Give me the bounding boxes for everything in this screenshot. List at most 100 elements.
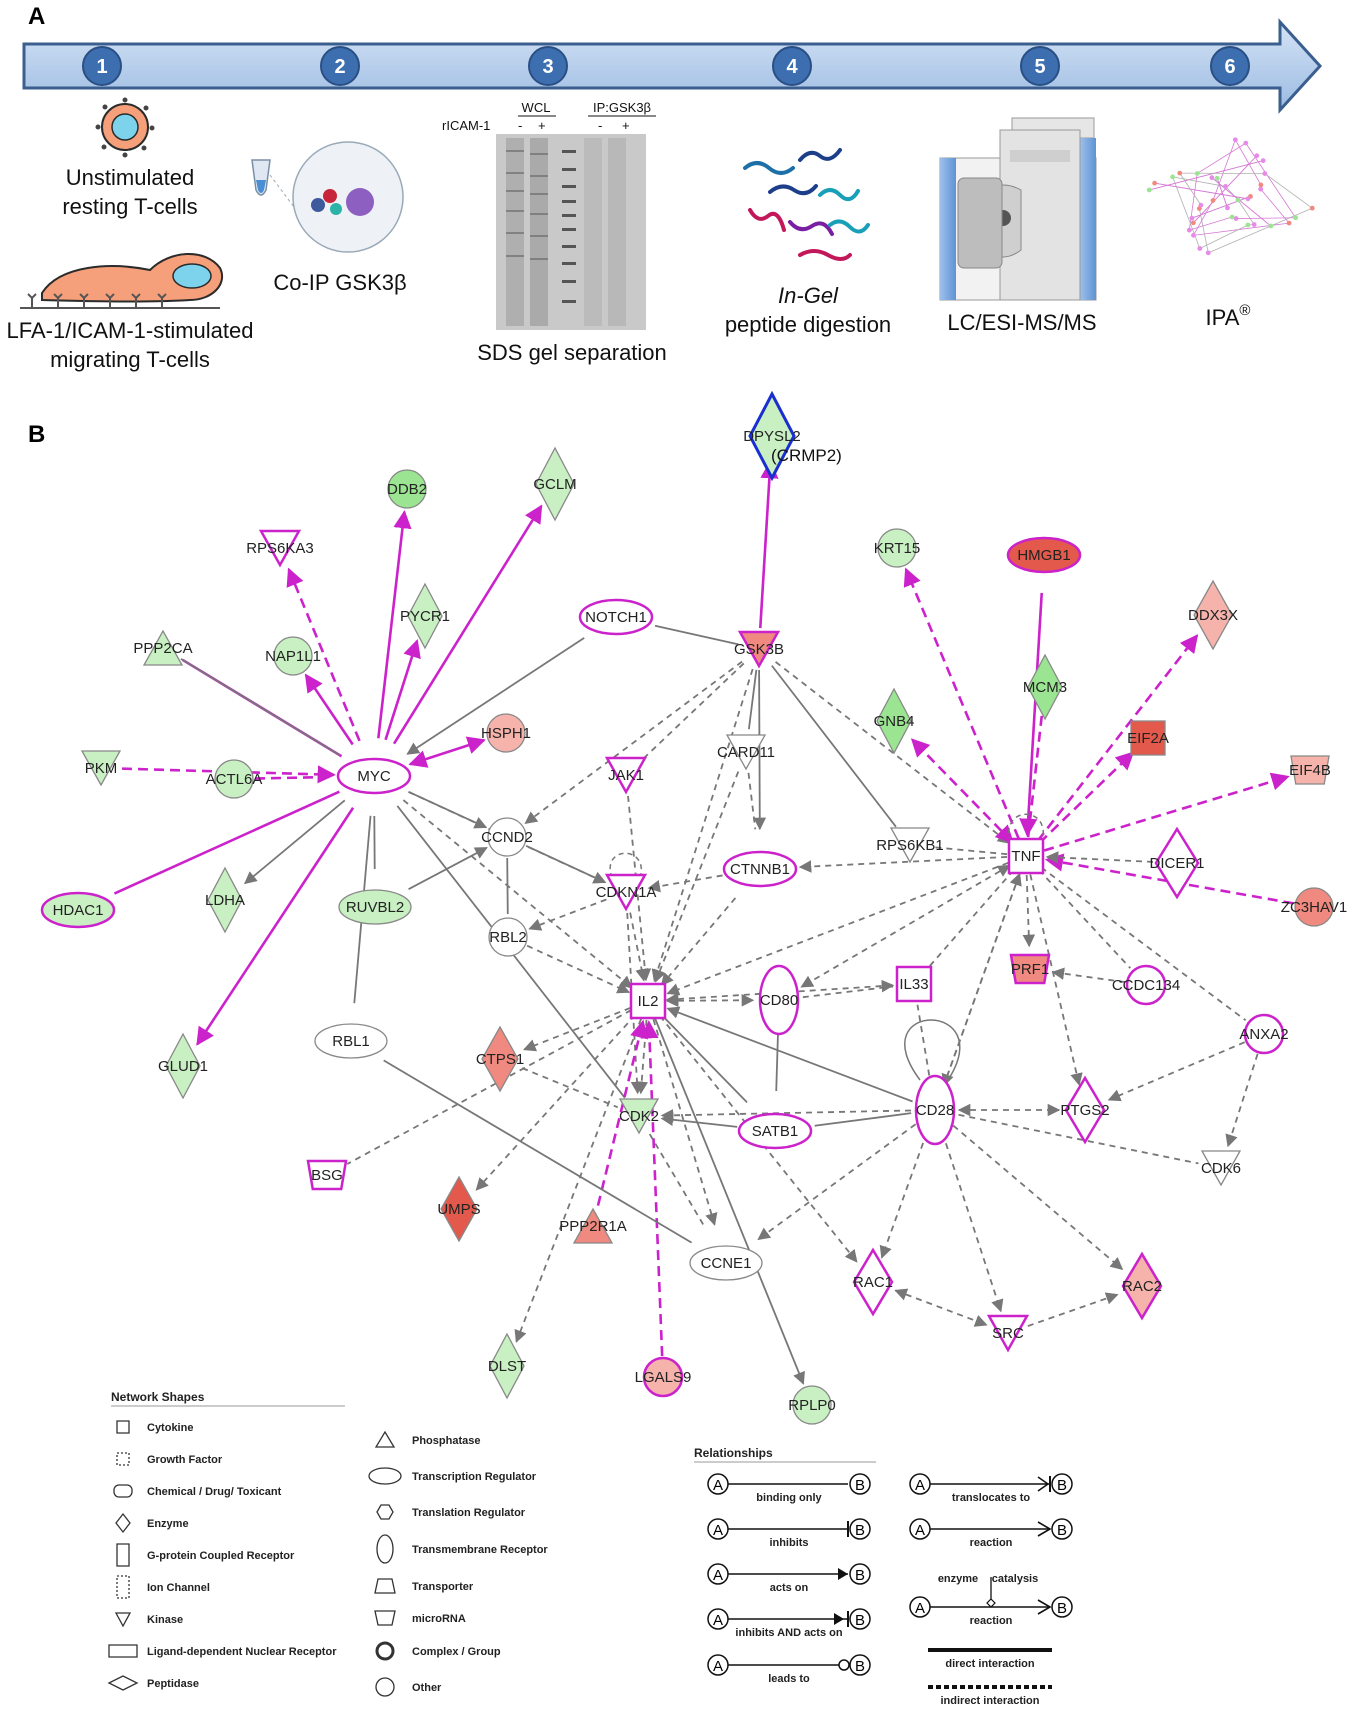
node-actl6a: ACTL6A (206, 759, 262, 799)
node-cd80: CD80 (758, 964, 800, 1036)
legend-relationships-title: Relationships (694, 1446, 773, 1460)
edge-cd28-rac2 (952, 1124, 1124, 1270)
node-eif2a: EIF2A (1127, 720, 1169, 756)
node-card11: CARD11 (717, 734, 775, 771)
rel-label: reaction (970, 1615, 1013, 1627)
node-ppp2r1a: PPP2R1A (559, 1207, 627, 1244)
gel-ip-plus: + (622, 118, 630, 133)
rel-label: acts on (770, 1582, 809, 1594)
gel-wcl-minus: - (518, 118, 522, 133)
edge-il2-cd80 (665, 993, 755, 1008)
edge-tnf-il33 (927, 869, 1015, 969)
legend-shapes-title: Network Shapes (111, 1390, 205, 1404)
direct-label: direct interaction (945, 1658, 1035, 1670)
edge-pkm-myc (121, 765, 336, 784)
rel-node-a: A (713, 1522, 723, 1539)
node-label: GNB4 (874, 713, 915, 730)
legend-shape-label: Growth Factor (147, 1454, 223, 1466)
gel-ip-minus: - (598, 118, 602, 133)
node-ctps1: CTPS1 (476, 1025, 524, 1093)
step-number: 5 (1034, 56, 1045, 78)
node-cdkn1a: CDKN1A (596, 873, 656, 912)
rel-catalysis-label: catalysis (992, 1573, 1038, 1585)
step1b-caption-line1: LFA-1/ICAM-1-stimulated (7, 318, 254, 343)
edge-tnf-anxa2 (1040, 866, 1247, 1021)
rel-label: leads to (768, 1673, 810, 1685)
rel-node-a: A (713, 1612, 723, 1629)
node-bsg: BSG (306, 1159, 348, 1191)
gel-wcl-label: WCL (522, 100, 551, 115)
node-label: CTPS1 (476, 1051, 524, 1068)
node-ptgs2: PTGS2 (1060, 1075, 1110, 1145)
rel-node-b: B (855, 1567, 865, 1584)
legend-shape-8: Peptidase (107, 1675, 199, 1691)
node-ppp2ca: PPP2CA (133, 629, 193, 666)
node-notch1: NOTCH1 (578, 598, 654, 636)
edge-myc-hdac1 (113, 790, 340, 895)
resting-tcell-icon (95, 97, 155, 158)
rel-node-b: B (855, 1477, 865, 1494)
node-label: IL33 (899, 976, 928, 993)
edge-cd28-il2 (666, 1006, 913, 1103)
edge-ccnd2-cdkn1a (525, 844, 607, 884)
edge-cd28-satb1 (814, 1112, 912, 1127)
node-label: JAK1 (608, 767, 644, 784)
edge-myc-nap1l1 (304, 673, 354, 746)
legend-shape2-3: Transmembrane Receptor (376, 1534, 548, 1564)
legend-shape2-label: Transporter (412, 1581, 474, 1593)
node-label: NAP1L1 (265, 648, 321, 665)
legend-shape-label: Chemical / Drug/ Toxicant (147, 1486, 282, 1498)
node-ddb2: DDB2 (387, 469, 427, 509)
node-label: CD28 (916, 1102, 954, 1119)
edge-cd28-cdk2 (660, 1109, 912, 1122)
node-label: KRT15 (874, 540, 920, 557)
edge-il2-ctps1 (523, 1007, 631, 1052)
edge-gsk3b-card11 (747, 669, 758, 730)
node-tnf: TNF (1007, 837, 1045, 875)
edge-ppp2ca-myc (180, 658, 341, 757)
node-ruvbl2: RUVBL2 (338, 889, 412, 925)
edge-tnf-ccdc134 (1038, 869, 1131, 969)
rel-node-a: A (915, 1600, 925, 1617)
edge-notch1-myc (406, 637, 585, 755)
node-label: RBL1 (332, 1033, 370, 1050)
node-src: SRC (986, 1314, 1030, 1353)
node-label: DDX3X (1188, 607, 1238, 624)
edge-gsk3b-ctnnb1 (753, 669, 767, 831)
node-rps6kb1: RPS6KB1 (876, 827, 944, 864)
edge-tnf-ddx3x (1036, 634, 1199, 842)
edge-tnf-il2 (666, 861, 1009, 996)
legend-shape-6: Kinase (114, 1612, 183, 1628)
node-label: CD80 (760, 992, 798, 1009)
node-satb1: SATB1 (737, 1112, 813, 1150)
edge-il2-satb1 (660, 1013, 748, 1104)
node-label: EIF2A (1127, 730, 1169, 747)
edge-ctnnb1-il2 (660, 897, 737, 986)
node-label: PPP2CA (133, 640, 192, 657)
node-il2: IL2 (629, 982, 667, 1020)
node-pycr1: PYCR1 (400, 582, 450, 650)
edge-tnf-gnb4 (910, 738, 1014, 844)
edge-myc-hsph1 (408, 736, 486, 768)
rel-label: translocates to (952, 1492, 1031, 1504)
edge-myc-ddb2 (377, 510, 412, 739)
edge-tnf-cd80 (800, 864, 1011, 988)
node-anxa2: ANXA2 (1239, 1013, 1289, 1055)
edge-cd28-tnf (942, 875, 1020, 1088)
node-gnb4: GNB4 (874, 687, 915, 755)
edge-rbl1-ccne1 (383, 1059, 693, 1244)
node-label: NOTCH1 (585, 609, 647, 626)
edge-cdkn1a-self-loop (609, 852, 643, 879)
edge-tnf-rps6kb1 (932, 846, 1008, 856)
node-rplp0: RPLP0 (788, 1385, 836, 1425)
step-marker-1: 1 (82, 46, 122, 86)
rel-enzyme-label: enzyme (938, 1573, 978, 1585)
node-mcm3: MCM3 (1023, 653, 1067, 721)
legend-shape-label: G-protein Coupled Receptor (147, 1550, 295, 1562)
edge-gsk3b-tnf (775, 661, 1011, 844)
legend-shape-label: Enzyme (147, 1518, 189, 1530)
step3-caption: SDS gel separation (477, 340, 667, 365)
step-number: 4 (786, 56, 798, 78)
